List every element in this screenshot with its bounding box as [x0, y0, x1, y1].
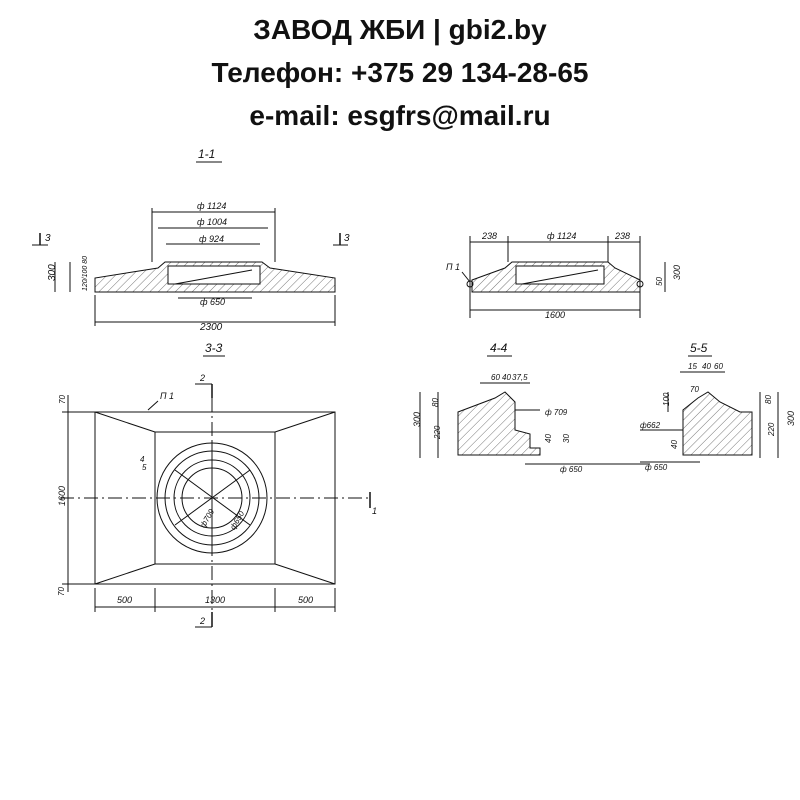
section-1-1-cut-right: 3 — [344, 233, 350, 244]
section-5-5-h-220: 220 — [767, 422, 776, 437]
section-1-1-height-split: 120/100 80 — [82, 256, 89, 291]
header: ЗАВОД ЖБИ | gbi2.by Телефон: +375 29 134… — [0, 8, 800, 137]
section-5-5-title: 5-5 — [690, 341, 708, 355]
section-3-3-bottom-offset: 70 — [57, 587, 66, 596]
section-4-4: 4-4 60 40 37,5 ф 709 300 220 80 30 40 ф … — [412, 341, 650, 474]
section-4-4-dim-60: 60 — [491, 373, 500, 382]
section-3-3-width-mid: 1300 — [205, 595, 225, 605]
section-3-3-cut-5: 5 — [142, 463, 147, 472]
section-4-4-h-80: 80 — [431, 398, 440, 407]
section-5-5-h-80: 80 — [764, 395, 773, 404]
section-3-3-cut-top: 2 — [199, 373, 205, 383]
section-5-5: 5-5 15 40 60 70 100 80 220 300 ф662 40 ф… — [640, 341, 796, 472]
section-5-5-height: 300 — [786, 411, 796, 426]
section-3-3-cut-bottom: 2 — [199, 616, 205, 626]
section-1-1-d-bottom: ф 650 — [200, 297, 225, 307]
section-5-5-dim-100: 100 — [662, 392, 671, 406]
section-3-3-d-inner2: ф709 — [198, 507, 216, 529]
section-5-5-profile — [682, 391, 753, 456]
section-3-3-marker: П 1 — [160, 391, 174, 401]
section-4-4-title: 4-4 — [490, 341, 508, 355]
section-3-3-height: 1600 — [57, 486, 67, 506]
section-5-5-dim-60: 60 — [714, 362, 723, 371]
section-2-2-width: 1600 — [545, 310, 565, 320]
section-2-2-d-outer: ф 1124 — [547, 231, 576, 241]
section-5-5-d-662: ф662 — [640, 421, 661, 430]
section-5-5-dim-40: 40 — [702, 362, 711, 371]
section-2-2-right-offset: 238 — [614, 231, 630, 241]
section-1-1-d-outer: ф 1124 — [197, 201, 226, 211]
section-3-3-width-right: 500 — [298, 595, 313, 605]
email-line: e-mail: esgfrs@mail.ru — [249, 100, 551, 131]
section-3-3-top-offset: 70 — [58, 395, 67, 404]
section-3-3-cut-4: 4 — [140, 455, 145, 464]
section-3-3-cut-right: 1 — [372, 506, 377, 516]
company-title: ЗАВОД ЖБИ | gbi2.by — [253, 14, 547, 45]
section-5-5-dim-15: 15 — [688, 362, 697, 371]
phone-line: Телефон: +375 29 134-28-65 — [211, 57, 589, 88]
section-5-5-d-650: ф 650 — [645, 463, 668, 472]
section-2-2-height-small: 50 — [655, 277, 664, 286]
section-1-1-cut-left: 3 — [45, 233, 51, 244]
section-3-3-title: 3-3 — [205, 341, 223, 355]
section-4-4-h-220: 220 — [433, 425, 442, 440]
section-4-4-d-650: ф 650 — [560, 465, 583, 474]
section-1-1-height: 300 — [47, 264, 58, 281]
section-2-2-left-offset: 238 — [481, 231, 497, 241]
section-4-4-dim-37-5: 37,5 — [512, 373, 528, 382]
section-5-5-dim-70: 70 — [690, 385, 699, 394]
section-1-1-d-inner: ф 924 — [199, 234, 224, 244]
section-1-1-d-mid: ф 1004 — [197, 217, 227, 227]
section-2-2-marker: П 1 — [446, 262, 460, 272]
section-3-3-width-left: 500 — [117, 595, 132, 605]
section-4-4-dim-40: 40 — [502, 373, 511, 382]
section-2-2: 238 ф 1124 238 П 1 50 300 1600 — [446, 231, 682, 320]
section-4-4-profile — [457, 391, 541, 456]
section-2-2-height: 300 — [672, 265, 682, 280]
section-4-4-height: 300 — [412, 412, 422, 427]
section-4-4-d-709: ф 709 — [545, 408, 568, 417]
section-5-5-d-40: 40 — [670, 440, 679, 449]
plan-inner — [154, 431, 276, 565]
section-3-3: 3-3 2 2 ф650 ф709 4 5 1 П 1 — [57, 341, 377, 628]
section-1-1-width: 2300 — [199, 322, 223, 333]
section-1-1-title: 1-1 — [198, 147, 215, 161]
section-4-4-d-40: 40 — [544, 434, 553, 443]
section-4-4-d-30: 30 — [562, 434, 571, 443]
section-1-1: 1-1 3 3 ф 1124 ф 1004 ф 924 ф 650 2300 3… — [32, 147, 350, 333]
